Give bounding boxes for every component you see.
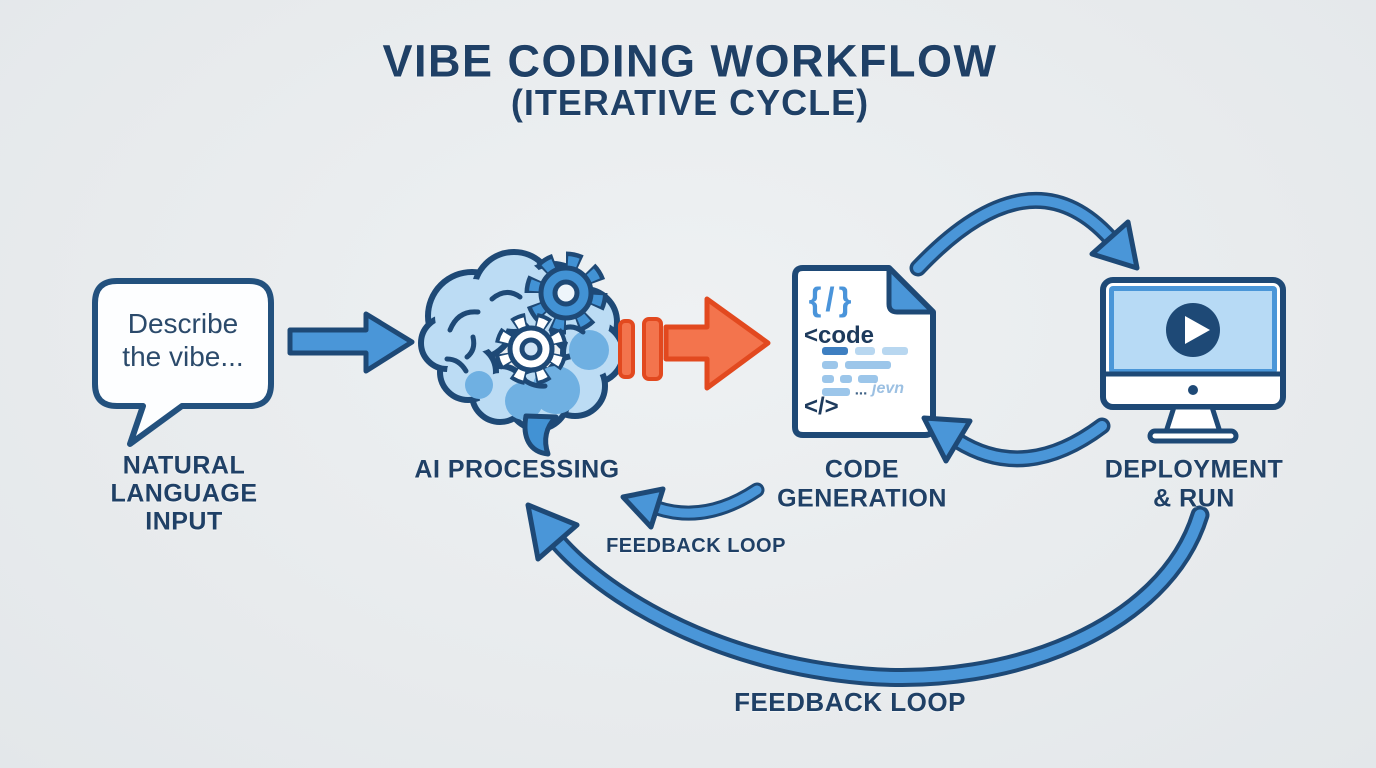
orange-dash-bar: [618, 319, 635, 379]
brain-shade: [465, 371, 493, 399]
camera-dot: [1188, 385, 1198, 395]
cycle-arrow-top-fill: [913, 195, 1115, 273]
cycle-arrow-back: [921, 415, 1111, 468]
feedback-arrow-small-head: [620, 486, 666, 530]
node-label-line: CODE: [824, 455, 900, 484]
document-code-open-tag: <code: [804, 322, 875, 349]
brain-lobe-fill: [428, 324, 466, 362]
brain-shade: [505, 382, 543, 420]
brain-shade: [569, 330, 609, 370]
feedback-arrow-big-head: [525, 502, 580, 562]
fast-forward-arrow-icon: [618, 296, 771, 391]
code-line-bar: [858, 375, 878, 383]
feedback-arrow-small-fill: [652, 485, 762, 518]
feedback-arrow-small: [620, 482, 765, 530]
speech-bubble-shape: [92, 278, 274, 447]
edge-label-feedback-loop-big: FEEDBACK LOOP: [734, 687, 966, 717]
document-handwritten-note: jevn: [871, 380, 905, 397]
code-line-bar: [822, 388, 850, 396]
cycle-arrow-back-head: [921, 415, 973, 464]
code-line-bar: [822, 361, 838, 369]
code-line-bars: [822, 347, 908, 396]
edge-label-feedback-loop-small: FEEDBACK LOOP: [606, 535, 786, 557]
brain-stem: [522, 413, 559, 457]
arrow-right-shape: [287, 311, 415, 374]
speech-bubble-text-line1: Describe: [127, 308, 239, 339]
orange-dash-bar: [642, 317, 663, 381]
gear-icon-small: [494, 312, 568, 386]
speech-bubble-icon: [92, 278, 274, 447]
brain-fold-line: [444, 356, 469, 374]
code-line-bar: [882, 347, 908, 355]
monitor-play-icon: [1100, 277, 1286, 444]
code-line-bar: [822, 347, 848, 355]
node-label-line: GENERATION: [777, 484, 947, 513]
node-label-line: INPUT: [145, 507, 223, 536]
gear-teeth-outline: [524, 251, 608, 335]
curved-cycle-arrows-icon: [909, 191, 1140, 468]
feedback-arrow-big-fill: [552, 509, 1206, 683]
cycle-arrow-top-head: [1089, 219, 1140, 271]
brain-fold-line: [464, 334, 477, 360]
node-label-line: LANGUAGE: [110, 479, 258, 508]
document-folded-corner: [886, 265, 936, 315]
gear-hub: [552, 279, 580, 307]
cycle-arrow-top: [909, 191, 1140, 277]
document-code-close-tag: </>: [804, 393, 839, 420]
document-braces-glyph: {/}: [808, 280, 856, 318]
node-label-ai-processing: AI PROCESSING: [414, 455, 620, 484]
cycle-arrow-back-fill: [953, 421, 1107, 464]
node-label-line: DEPLOYMENT: [1104, 455, 1284, 484]
code-line-bar: [845, 361, 891, 369]
orange-arrow-shape: [663, 296, 771, 391]
gear-hub: [519, 337, 543, 361]
monitor-stand-base: [1147, 428, 1239, 444]
node-label-line: & RUN: [1153, 484, 1235, 513]
brain-gears-icon: [418, 249, 626, 457]
code-line-bar: [822, 375, 834, 383]
play-icon: [1185, 316, 1210, 344]
brain-fold-line: [447, 309, 481, 333]
page-title: VIBE CODING WORKFLOW: [382, 35, 998, 87]
node-label-line: NATURAL: [122, 451, 246, 480]
document-ellipsis: ...: [854, 381, 868, 399]
page-subtitle: (ITERATIVE CYCLE): [510, 82, 870, 123]
monitor-stand-neck: [1163, 404, 1223, 435]
curved-feedback-arrows-icon: [525, 482, 1210, 687]
arrow-right-icon: [287, 311, 415, 374]
code-line-bar: [855, 347, 875, 355]
code-line-bar: [840, 375, 852, 383]
brain-fold-line: [489, 290, 523, 302]
feedback-arrow-big: [525, 502, 1210, 687]
speech-bubble-text-line2: the vibe...: [122, 341, 244, 372]
gear-icon-large: [524, 251, 608, 335]
